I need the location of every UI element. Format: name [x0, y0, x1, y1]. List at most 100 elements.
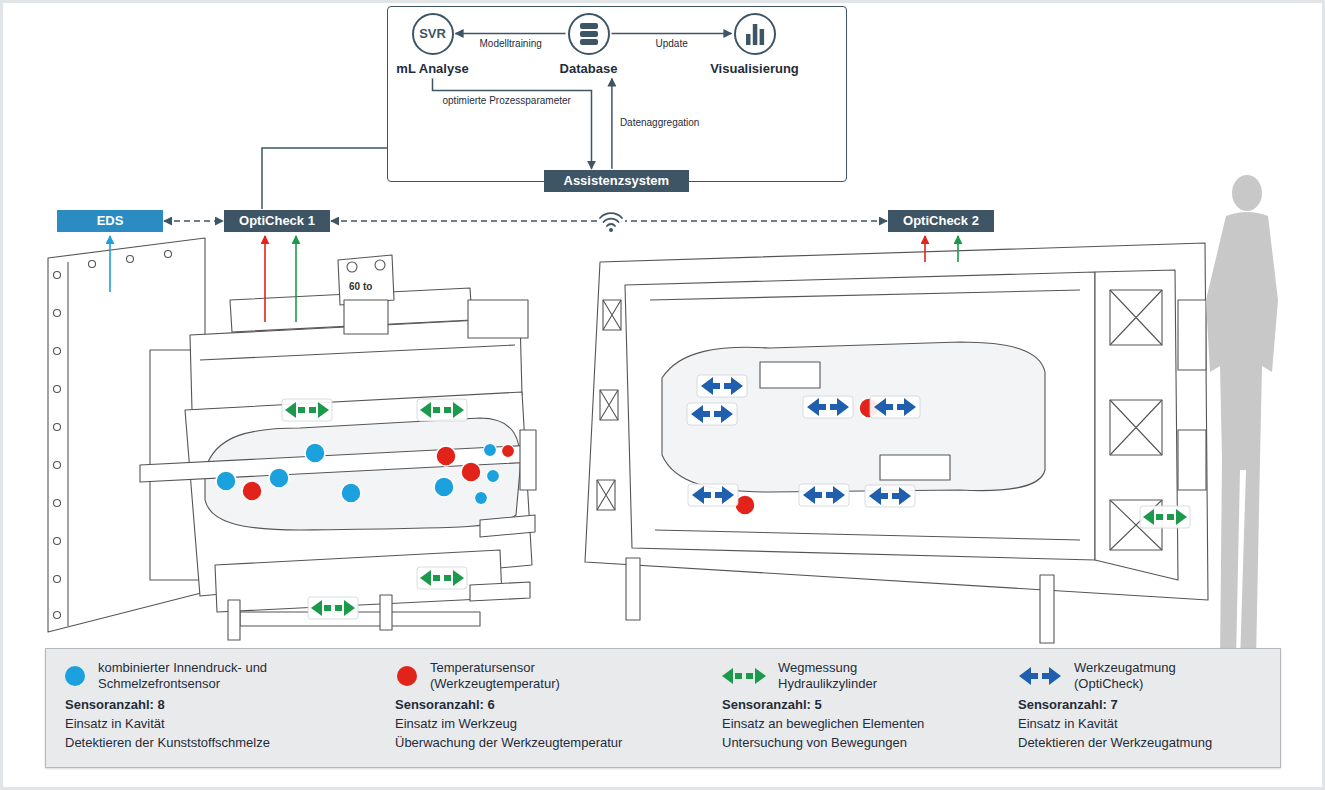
left-mold — [48, 238, 536, 640]
chart-icon — [759, 29, 764, 45]
path-shape — [600, 390, 618, 420]
rect-shape — [603, 300, 621, 330]
icon-circle — [567, 12, 611, 56]
circle-shape — [609, 228, 613, 232]
icon-outline — [735, 14, 775, 54]
path-shape — [338, 255, 394, 305]
rect-shape — [1178, 430, 1206, 490]
db-icon — [580, 39, 598, 45]
circle-shape — [54, 310, 61, 317]
path-shape — [585, 243, 1208, 600]
path-shape — [607, 224, 615, 226]
g-shape — [600, 213, 622, 226]
path-shape — [625, 272, 1095, 560]
legend-arrow — [722, 668, 766, 684]
rect-shape — [228, 600, 240, 640]
breathing-sensor — [799, 484, 849, 506]
breathing-sensor-shape — [692, 486, 734, 504]
g-shape — [597, 290, 1162, 550]
icon-outline — [569, 14, 609, 54]
marker-ground — [308, 597, 358, 619]
displacement-sensor — [308, 597, 358, 619]
right-mold — [585, 243, 1208, 643]
pressure-sensor-dot — [341, 483, 361, 503]
breathing-sensor-shape — [701, 377, 743, 395]
tag-text: EDS — [97, 213, 124, 228]
circle-shape — [347, 262, 357, 272]
path-shape — [603, 300, 621, 330]
line-shape — [264, 236, 266, 322]
connector — [262, 148, 387, 209]
marker-ground — [865, 485, 915, 507]
breathing-sensor — [697, 375, 747, 397]
circle-shape — [54, 538, 61, 545]
path-shape — [650, 290, 1080, 300]
connector — [612, 33, 732, 35]
path-shape — [662, 342, 1045, 492]
circle-shape — [375, 260, 385, 270]
breathing-sensor-shape — [869, 487, 911, 505]
legend-arrow — [1019, 667, 1061, 685]
edge-label: Update — [654, 38, 690, 50]
rect-shape — [1110, 290, 1162, 345]
path-shape — [597, 480, 615, 510]
connector — [164, 220, 223, 222]
node-label: mL Analyse — [396, 61, 468, 77]
rect-shape — [380, 595, 392, 630]
displacement-sensor-shape — [1143, 509, 1187, 525]
breathing-sensor-shape — [691, 405, 733, 423]
sensor-count: Sensoranzahl: 6 — [395, 697, 495, 713]
rect-shape — [1178, 300, 1206, 370]
legend-text: Werkzeugatmung (OptiCheck) — [1074, 660, 1204, 692]
legend-swatch — [397, 666, 417, 686]
path-shape — [480, 515, 535, 537]
sensor-count: Sensoranzahl: 7 — [1018, 697, 1118, 713]
edge-label: Modelltraining — [478, 38, 544, 50]
rect-shape — [760, 362, 820, 388]
icon-node: Visualisierung — [708, 12, 801, 77]
connector — [433, 79, 592, 169]
path-shape — [1110, 400, 1162, 455]
circle-shape — [54, 576, 61, 583]
legend-note: Detektieren der Werkzeugatmung — [1018, 735, 1212, 751]
circle-shape — [54, 386, 61, 393]
pressure-sensor-dot — [487, 470, 500, 483]
node-label: Database — [560, 61, 618, 77]
circle-shape — [89, 261, 96, 268]
node-label: Visualisierung — [710, 61, 799, 77]
circle-shape — [54, 424, 61, 431]
breathing-sensor — [803, 396, 853, 418]
marker-ground — [697, 375, 747, 397]
legend-text: Wegmessung Hydraulikzylinder — [778, 660, 908, 692]
rect-shape — [344, 300, 388, 334]
breathing-sensor-shape — [803, 486, 845, 504]
legend-note: Überwachung der Werkzeugtemperatur — [395, 735, 622, 751]
displacement-sensor-shape — [311, 600, 355, 616]
circle-shape — [54, 462, 61, 469]
path-shape — [140, 445, 535, 482]
circle-shape — [54, 348, 61, 355]
circle-shape — [54, 612, 61, 619]
rect-shape — [597, 206, 625, 236]
marker-ground — [687, 403, 737, 425]
displacement-sensor-shape — [420, 402, 464, 418]
rect-shape — [626, 558, 640, 620]
line-shape — [957, 236, 959, 262]
pressure-sensor-dot — [305, 443, 325, 463]
path-shape — [1110, 290, 1162, 345]
legend-note: Einsatz in Kavität — [1018, 716, 1118, 732]
db-icon — [580, 23, 598, 29]
status-tag: EDS — [57, 210, 163, 232]
tag-text: OptiCheck 2 — [903, 213, 979, 228]
connector — [611, 79, 613, 169]
pressure-sensor-dot — [475, 492, 488, 505]
temperature-sensor-dot — [436, 446, 456, 466]
displacement-sensor — [1140, 506, 1190, 528]
circle-shape — [165, 251, 172, 258]
rect-shape — [468, 300, 528, 338]
breathing-sensor — [687, 403, 737, 425]
circle-shape — [54, 500, 61, 507]
status-tag: OptiCheck 1 — [224, 210, 330, 232]
legend-note: Einsatz im Werkzeug — [395, 716, 517, 732]
icon-node: SVRmL Analyse — [395, 12, 471, 77]
